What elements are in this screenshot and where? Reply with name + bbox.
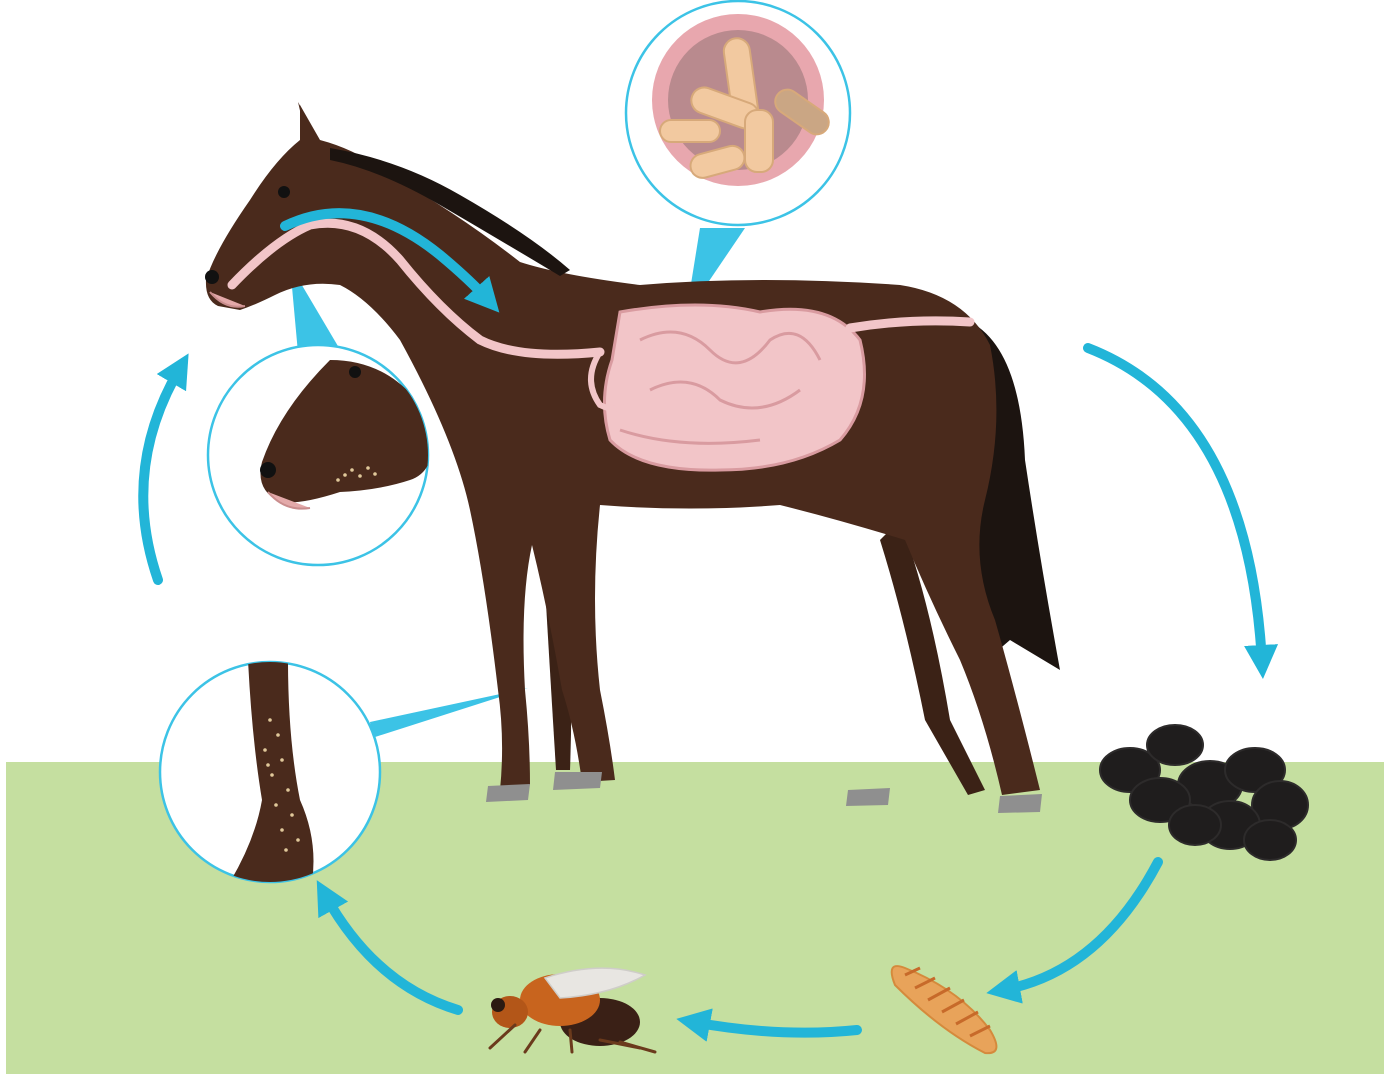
hoof [486, 784, 530, 802]
arrow-eggs-to-ingestion [143, 368, 180, 580]
stomach-larvae-callout [626, 1, 850, 225]
hoof [998, 794, 1042, 813]
ingestion-head-callout [208, 345, 433, 565]
intestines [604, 305, 864, 470]
hoof [846, 788, 890, 806]
egg-leg-callout [160, 660, 380, 882]
hoof [553, 772, 602, 790]
arrow-horse-to-dung [1088, 348, 1262, 662]
